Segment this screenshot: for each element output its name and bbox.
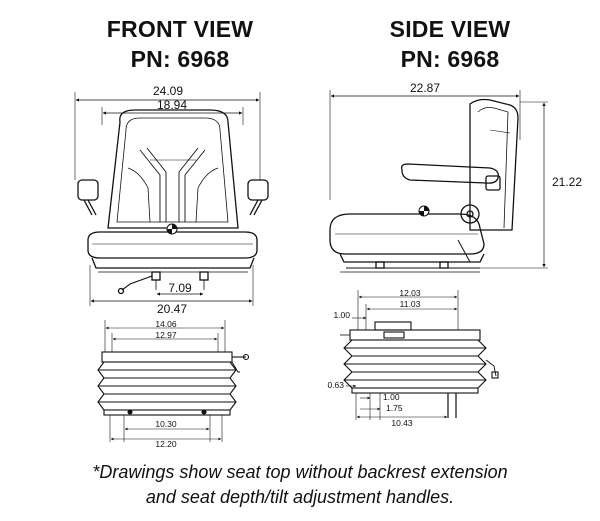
side-sus-low-a-label: 1.00 bbox=[383, 392, 400, 402]
side-sus-low-b-label: 1.75 bbox=[386, 403, 403, 413]
side-sus-top-inner-label: 11.03 bbox=[400, 299, 421, 309]
front-sus-bottom-inner-label: 10.30 bbox=[155, 419, 177, 429]
front-view-label: FRONT VIEW bbox=[106, 16, 254, 42]
front-dimension-lines bbox=[75, 98, 260, 303]
side-view-title: SIDE VIEW PN: 6968 bbox=[330, 14, 570, 74]
side-height-label: 21.22 bbox=[552, 175, 582, 189]
side-overall-depth-label: 22.87 bbox=[410, 81, 440, 95]
side-suspension-drawing bbox=[340, 290, 499, 420]
side-sus-top-outer-label: 12.03 bbox=[399, 288, 421, 298]
front-overall-width-label: 24.09 bbox=[153, 84, 183, 98]
front-seat-drawing bbox=[74, 92, 269, 306]
footnote-line-2: and seat depth/tilt adjustment handles. bbox=[145, 487, 455, 507]
side-suspension-dimension-lines bbox=[346, 295, 458, 419]
front-view-part-number: PN: 6968 bbox=[130, 46, 230, 72]
front-mount-spacing-label: 7.09 bbox=[168, 281, 192, 295]
front-suspension-drawing bbox=[97, 320, 250, 442]
side-sus-left-offset-label: 1.00 bbox=[333, 310, 350, 320]
side-seat-drawing bbox=[329, 90, 548, 273]
side-view-part-number: PN: 6968 bbox=[400, 46, 500, 72]
side-view-label: SIDE VIEW bbox=[389, 16, 511, 42]
front-sus-top-inner-label: 12.97 bbox=[155, 330, 177, 340]
front-view-title: FRONT VIEW PN: 6968 bbox=[60, 14, 300, 74]
front-back-width-label: 18.94 bbox=[157, 98, 187, 112]
side-dimension-lines bbox=[330, 94, 546, 268]
belt-emblem-fill bbox=[167, 224, 177, 234]
front-sus-bottom-outer-label: 12.20 bbox=[155, 439, 177, 449]
front-suspension-dimension-lines bbox=[105, 326, 225, 441]
side-belt-emblem-fill bbox=[419, 206, 429, 216]
side-sus-bottom-label: 10.43 bbox=[391, 418, 413, 428]
side-sus-low-left-label: 0.63 bbox=[327, 380, 344, 390]
front-base-width-label: 20.47 bbox=[157, 302, 187, 316]
footnote-line-1: *Drawings show seat top without backrest… bbox=[92, 462, 508, 482]
drawing-footnote: *Drawings show seat top without backrest… bbox=[0, 460, 600, 510]
front-sus-top-outer-label: 14.06 bbox=[155, 319, 177, 329]
